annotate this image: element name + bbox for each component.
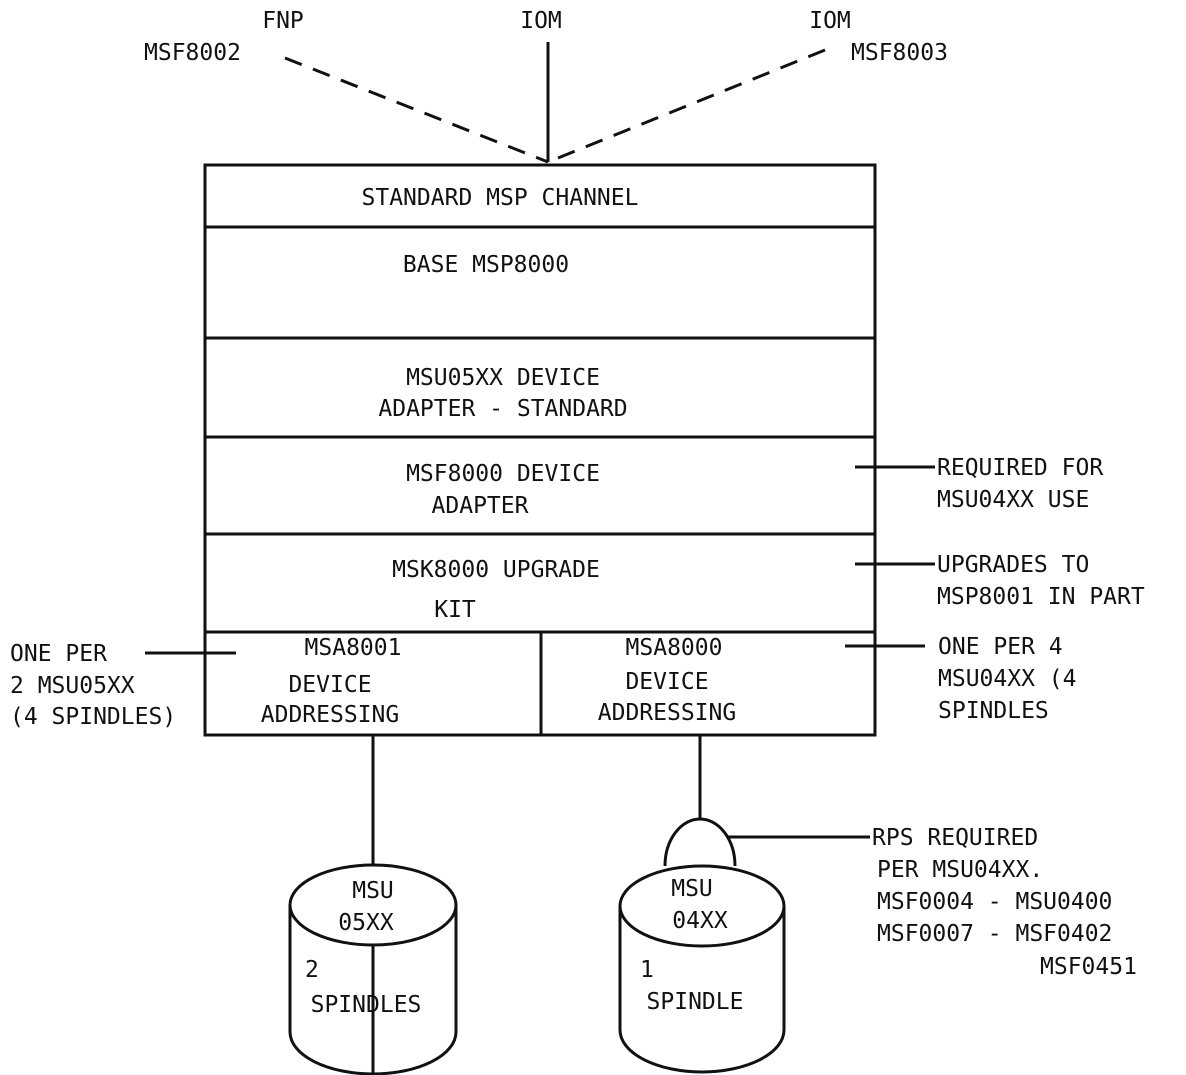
iom-right-id: MSF8003: [851, 40, 948, 66]
msa8001-line3: ADDRESSING: [261, 702, 399, 728]
msk8000-kit-line1: MSK8000 UPGRADE: [392, 557, 600, 583]
right-note-line2: MSU04XX (4: [938, 666, 1076, 692]
msa8000-line3: ADDRESSING: [598, 700, 736, 726]
msu04xx-spindle-count: 1: [640, 957, 654, 983]
msf8000-adapter-line1: MSF8000 DEVICE: [406, 461, 600, 487]
left-note-line1: ONE PER: [10, 641, 107, 667]
msu04xx-rps-dome: [663, 817, 737, 867]
msu04xx-label-line1: MSU: [671, 876, 713, 902]
msu05xx-drive: MSU 05XX 2 SPINDLES: [288, 735, 458, 1075]
upgrades-note-line2: MSP8001 IN PART: [937, 584, 1145, 610]
msu05-adapter-line2: ADAPTER - STANDARD: [378, 396, 627, 422]
iom-center-label: IOM: [520, 8, 562, 34]
fnp-label: FNP: [262, 8, 304, 34]
base-label: BASE MSP8000: [403, 252, 569, 278]
rps-note-line4: MSF0007 - MSF0402: [877, 921, 1112, 947]
iom-right-link: [547, 48, 826, 164]
upgrades-note-line1: UPGRADES TO: [937, 552, 1089, 578]
rps-note-line3: MSF0004 - MSU0400: [877, 889, 1112, 915]
annotations: REQUIRED FOR MSU04XX USE UPGRADES TO MSP…: [10, 455, 1145, 730]
msa8001-line1: MSA8001: [305, 635, 402, 661]
msk8000-kit-line2: KIT: [434, 597, 476, 623]
msa8000-line1: MSA8000: [626, 635, 723, 661]
msu04xx-top: [618, 864, 786, 948]
msf8000-adapter-line2: ADAPTER: [432, 493, 529, 519]
msu04xx-spindle-unit: SPINDLE: [647, 989, 744, 1015]
channel-label: STANDARD MSP CHANNEL: [362, 185, 639, 211]
left-note-line2: 2 MSU05XX: [10, 673, 135, 699]
rps-note-line5: MSF0451: [1040, 954, 1137, 980]
rps-note-line2: PER MSU04XX.: [877, 857, 1043, 883]
msu04xx-cylinder: [618, 906, 786, 1074]
required-note-line1: REQUIRED FOR: [937, 455, 1103, 481]
required-note-line2: MSU04XX USE: [937, 487, 1089, 513]
msu05xx-spindle-unit: SPINDLES: [311, 992, 422, 1018]
msu04xx-label-line2: 04XX: [672, 908, 728, 934]
rps-note: RPS REQUIRED PER MSU04XX. MSF0004 - MSU0…: [872, 825, 1137, 980]
msu05-adapter-line1: MSU05XX DEVICE: [406, 365, 600, 391]
input-connections: FNP MSF8002 IOM IOM MSF8003: [144, 8, 948, 164]
msu05xx-label-line1: MSU: [352, 878, 394, 904]
rps-note-line1: RPS REQUIRED: [872, 825, 1038, 851]
msa8000-line2: DEVICE: [625, 669, 708, 695]
fnp-id: MSF8002: [144, 40, 241, 66]
left-note-line3: (4 SPINDLES): [10, 704, 176, 730]
right-note-line3: SPINDLES: [938, 698, 1049, 724]
right-note-line1: ONE PER 4: [938, 634, 1063, 660]
msu04xx-drive: MSU 04XX 1 SPINDLE: [618, 735, 870, 1074]
fnp-dashed-link: [284, 56, 549, 164]
iom-right-label: IOM: [809, 8, 851, 34]
msa8001-line2: DEVICE: [288, 672, 371, 698]
msu05xx-spindle-count: 2: [305, 957, 319, 983]
msp-stack: STANDARD MSP CHANNEL BASE MSP8000 MSU05X…: [203, 163, 877, 737]
msu05xx-label-line2: 05XX: [338, 910, 394, 936]
